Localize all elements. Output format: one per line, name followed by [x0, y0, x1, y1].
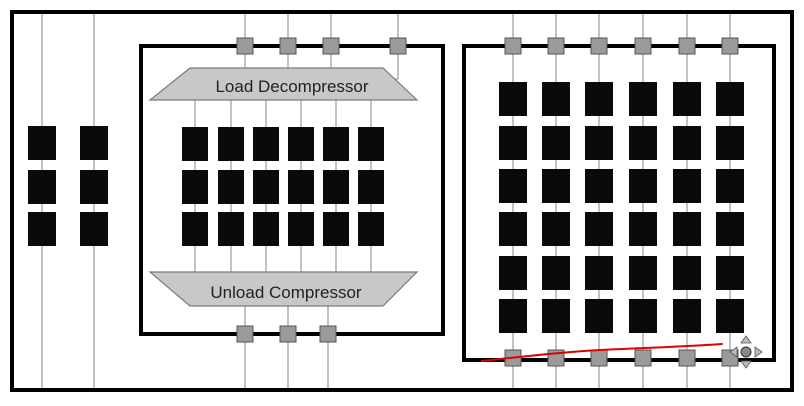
core-scan-cell [629, 82, 657, 116]
output-pin [279, 325, 297, 343]
core-input-pin [678, 37, 696, 55]
block-layer [28, 82, 744, 333]
internal-scan-cell [253, 127, 279, 161]
load-decompressor-label: Load Decompressor [215, 77, 368, 96]
internal-scan-cell [358, 212, 384, 246]
annotation-stroke [481, 343, 723, 362]
core-output-pin [634, 349, 652, 367]
core-output-pin [590, 349, 608, 367]
internal-scan-cell [288, 170, 314, 204]
internal-scan-cell [218, 170, 244, 204]
core-scan-cell [673, 82, 701, 116]
core-scan-cell [499, 299, 527, 333]
cursor-arrow-left [729, 346, 738, 358]
core-scan-cell [716, 256, 744, 290]
core-scan-cell [673, 169, 701, 203]
left-scan-cell [28, 212, 56, 246]
internal-scan-cell [323, 212, 349, 246]
load-decompressor: Load Decompressor [148, 67, 419, 101]
outer-frame [10, 10, 794, 392]
core-scan-cell [716, 299, 744, 333]
input-pin [322, 37, 340, 55]
internal-scan-cell [288, 127, 314, 161]
core-input-pin [547, 37, 565, 55]
unload-compressor-shape [148, 271, 419, 307]
move-cursor-icon [729, 335, 763, 369]
core-scan-cell [542, 299, 570, 333]
pin-layer [236, 37, 739, 367]
left-scan-cell [28, 170, 56, 204]
load-decompressor-shape [148, 67, 419, 101]
internal-scan-cell [323, 127, 349, 161]
core-scan-cell [499, 126, 527, 160]
core-scan-cell [673, 256, 701, 290]
core-input-pin [504, 37, 522, 55]
core-scan-cell [629, 212, 657, 246]
core-scan-cell [542, 212, 570, 246]
core-scan-cell [542, 169, 570, 203]
core-input-pin [590, 37, 608, 55]
core-scan-cell [629, 126, 657, 160]
core-scan-cell [629, 256, 657, 290]
core-scan-cell [585, 126, 613, 160]
unload-compressor-label: Unload Compressor [210, 283, 362, 302]
core-scan-cell [673, 212, 701, 246]
core-scan-cell [542, 256, 570, 290]
internal-scan-cell [358, 170, 384, 204]
left-scan-cell [80, 212, 108, 246]
internal-scan-cell [218, 212, 244, 246]
core-scan-cell [499, 82, 527, 116]
core-scan-cell [716, 82, 744, 116]
internal-scan-cell [182, 170, 208, 204]
input-pin [389, 37, 407, 55]
internal-scan-cell [358, 127, 384, 161]
unload-compressor: Unload Compressor [148, 271, 419, 307]
output-pin [319, 325, 337, 343]
internal-scan-cell [253, 170, 279, 204]
left-scan-cell [80, 126, 108, 160]
core-scan-cell [585, 299, 613, 333]
internal-scan-cell [218, 127, 244, 161]
annotation-layer [481, 343, 723, 362]
left-scan-cell [28, 126, 56, 160]
cursor-arrow-up [740, 335, 752, 344]
cursor-arrow-right [754, 346, 763, 358]
core-output-pin [678, 349, 696, 367]
core-scan-cell [585, 212, 613, 246]
core-scan-cell [629, 169, 657, 203]
internal-scan-cell [182, 212, 208, 246]
core-scan-cell [673, 299, 701, 333]
input-pin [279, 37, 297, 55]
core-scan-cell [499, 169, 527, 203]
core-scan-cell [499, 212, 527, 246]
core-scan-cell [585, 256, 613, 290]
output-pin [236, 325, 254, 343]
internal-scan-cell [323, 170, 349, 204]
cursor-arrow-down [740, 360, 752, 369]
core-scan-cell [716, 126, 744, 160]
input-pin [236, 37, 254, 55]
internal-scan-cell [253, 212, 279, 246]
core-input-pin [721, 37, 739, 55]
core-scan-cell [585, 169, 613, 203]
core-scan-cell [673, 126, 701, 160]
core-scan-cell [499, 256, 527, 290]
core-scan-cell [585, 82, 613, 116]
cursor-center [740, 346, 752, 358]
internal-scan-cell [288, 212, 314, 246]
core-input-pin [634, 37, 652, 55]
core-scan-cell [542, 82, 570, 116]
core-scan-cell [716, 212, 744, 246]
internal-scan-cell [182, 127, 208, 161]
core-scan-cell [542, 126, 570, 160]
core-frame [462, 44, 776, 362]
left-scan-cell [80, 170, 108, 204]
core-scan-cell [629, 299, 657, 333]
core-scan-cell [716, 169, 744, 203]
